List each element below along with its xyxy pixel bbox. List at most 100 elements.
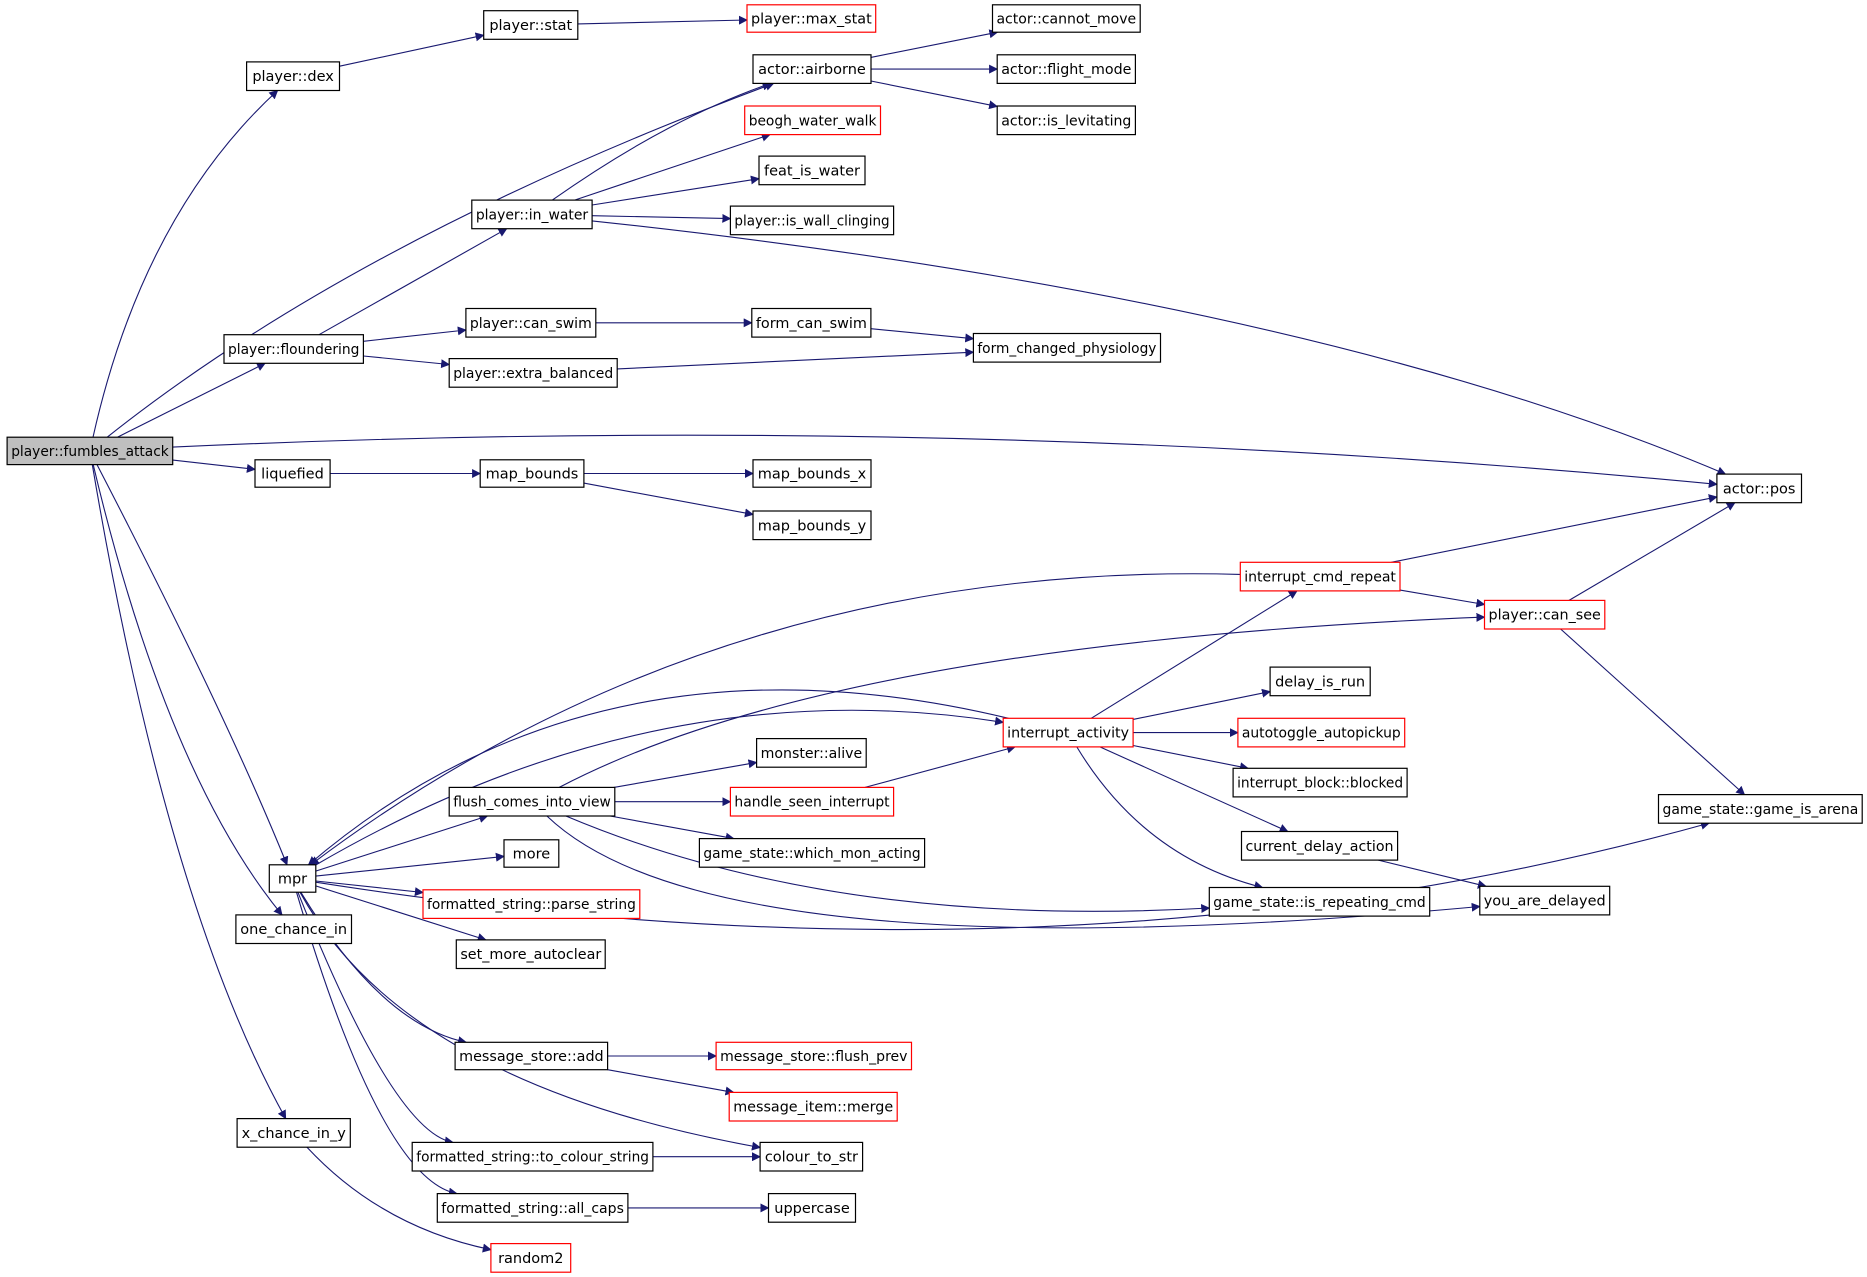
node-interrupt_activity[interactable]: interrupt_activity <box>1002 717 1134 748</box>
node-message_store_add[interactable]: message_store::add <box>454 1041 609 1071</box>
node-box-actor_pos[interactable] <box>1716 473 1803 504</box>
node-box-map_bounds_y[interactable] <box>752 510 872 541</box>
node-liquefied[interactable]: liquefied <box>254 459 331 488</box>
node-form_changed_physiology[interactable]: form_changed_physiology <box>972 332 1162 363</box>
node-box-liquefied[interactable] <box>254 459 331 488</box>
node-box-feat_is_water[interactable] <box>758 155 866 186</box>
node-dex[interactable]: player::dex <box>246 61 341 92</box>
node-actor_pos[interactable]: actor::pos <box>1716 473 1803 504</box>
node-is_wall_clinging[interactable]: player::is_wall_clinging <box>729 205 895 236</box>
node-colour_to_str[interactable]: colour_to_str <box>759 1141 864 1172</box>
node-box-mpr[interactable] <box>268 864 317 893</box>
node-floundering[interactable]: player::floundering <box>223 334 364 364</box>
node-interrupt_block_blocked[interactable]: interrupt_block::blocked <box>1232 767 1408 798</box>
node-airborne[interactable]: actor::airborne <box>752 54 872 84</box>
node-box-beogh_water_walk[interactable] <box>744 105 882 136</box>
node-box-airborne[interactable] <box>752 54 872 84</box>
node-box-more[interactable] <box>503 839 560 868</box>
node-box-can_swim[interactable] <box>465 307 597 338</box>
node-box-cannot_move[interactable] <box>991 4 1141 33</box>
node-box-map_bounds[interactable] <box>479 459 585 488</box>
node-message_item_merge[interactable]: message_item::merge <box>728 1091 898 1122</box>
node-box-is_repeating_cmd[interactable] <box>1208 886 1431 917</box>
node-box-handle_seen_interrupt[interactable] <box>729 786 895 817</box>
node-box-x_chance_in_y[interactable] <box>236 1117 351 1148</box>
node-interrupt_cmd_repeat[interactable]: interrupt_cmd_repeat <box>1239 561 1401 592</box>
node-flush_prev[interactable]: message_store::flush_prev <box>715 1041 913 1071</box>
node-form_can_swim[interactable]: form_can_swim <box>751 307 872 338</box>
node-box-flight_mode[interactable] <box>996 54 1137 84</box>
node-box-all_caps[interactable] <box>436 1192 629 1223</box>
node-handle_seen_interrupt[interactable]: handle_seen_interrupt <box>729 786 895 817</box>
node-map_bounds[interactable]: map_bounds <box>479 459 585 488</box>
node-box-is_wall_clinging[interactable] <box>729 205 895 236</box>
node-beogh_water_walk[interactable]: beogh_water_walk <box>744 105 882 136</box>
node-box-autotoggle_autopickup[interactable] <box>1237 717 1406 748</box>
node-player_can_see[interactable]: player::can_see <box>1483 599 1606 630</box>
node-is_levitating[interactable]: actor::is_levitating <box>996 105 1137 136</box>
node-stat[interactable]: player::stat <box>483 10 579 40</box>
node-box-colour_to_str[interactable] <box>759 1141 864 1172</box>
node-which_mon_acting[interactable]: game_state::which_mon_acting <box>698 837 926 868</box>
node-box-you_are_delayed[interactable] <box>1479 885 1611 916</box>
node-box-player_can_see[interactable] <box>1483 599 1606 630</box>
node-feat_is_water[interactable]: feat_is_water <box>758 155 866 186</box>
node-extra_balanced[interactable]: player::extra_balanced <box>448 358 618 388</box>
node-random2[interactable]: random2 <box>490 1242 572 1273</box>
node-box-to_colour_string[interactable] <box>411 1141 654 1172</box>
node-more[interactable]: more <box>503 839 560 868</box>
node-fumbles_attack[interactable]: player::fumbles_attack <box>6 436 174 466</box>
node-box-flush_prev[interactable] <box>715 1041 913 1071</box>
node-x_chance_in_y[interactable]: x_chance_in_y <box>236 1117 351 1148</box>
node-monster_alive[interactable]: monster::alive <box>755 737 867 768</box>
node-box-form_changed_physiology[interactable] <box>972 332 1162 363</box>
node-box-delay_is_run[interactable] <box>1269 666 1371 697</box>
node-box-dex[interactable] <box>246 61 341 92</box>
node-is_repeating_cmd[interactable]: game_state::is_repeating_cmd <box>1208 886 1431 917</box>
node-box-form_can_swim[interactable] <box>751 307 872 338</box>
node-box-monster_alive[interactable] <box>755 737 867 768</box>
node-box-message_item_merge[interactable] <box>728 1091 898 1122</box>
node-to_colour_string[interactable]: formatted_string::to_colour_string <box>411 1141 654 1172</box>
node-in_water[interactable]: player::in_water <box>471 199 593 230</box>
node-box-is_levitating[interactable] <box>996 105 1137 136</box>
node-map_bounds_x[interactable]: map_bounds_x <box>752 459 872 488</box>
node-mpr[interactable]: mpr <box>268 864 317 893</box>
node-box-max_stat[interactable] <box>746 4 877 33</box>
node-box-map_bounds_x[interactable] <box>752 459 872 488</box>
node-box-interrupt_block_blocked[interactable] <box>1232 767 1408 798</box>
node-flush_comes_into_view[interactable]: flush_comes_into_view <box>448 786 616 817</box>
node-box-set_more_autoclear[interactable] <box>455 939 606 970</box>
node-set_more_autoclear[interactable]: set_more_autoclear <box>455 939 606 970</box>
node-box-which_mon_acting[interactable] <box>698 837 926 868</box>
node-all_caps[interactable]: formatted_string::all_caps <box>436 1192 629 1223</box>
node-box-message_store_add[interactable] <box>454 1041 609 1071</box>
node-uppercase[interactable]: uppercase <box>767 1192 857 1223</box>
node-box-one_chance_in[interactable] <box>235 914 353 945</box>
node-box-flush_comes_into_view[interactable] <box>448 786 616 817</box>
node-map_bounds_y[interactable]: map_bounds_y <box>752 510 872 541</box>
node-box-floundering[interactable] <box>223 334 364 364</box>
node-box-interrupt_activity[interactable] <box>1002 717 1134 748</box>
node-current_delay_action[interactable]: current_delay_action <box>1240 830 1399 861</box>
node-box-uppercase[interactable] <box>767 1192 857 1223</box>
node-box-fumbles_attack[interactable] <box>6 436 174 466</box>
node-box-random2[interactable] <box>490 1242 572 1273</box>
node-autotoggle_autopickup[interactable]: autotoggle_autopickup <box>1237 717 1406 748</box>
node-game_is_arena[interactable]: game_state::game_is_arena <box>1657 793 1863 824</box>
node-parse_string[interactable]: formatted_string::parse_string <box>422 889 641 919</box>
node-flight_mode[interactable]: actor::flight_mode <box>996 54 1137 84</box>
node-box-in_water[interactable] <box>471 199 593 230</box>
node-delay_is_run[interactable]: delay_is_run <box>1269 666 1371 697</box>
node-box-current_delay_action[interactable] <box>1240 830 1399 861</box>
node-can_swim[interactable]: player::can_swim <box>465 307 597 338</box>
node-box-stat[interactable] <box>483 10 579 40</box>
node-box-interrupt_cmd_repeat[interactable] <box>1239 561 1401 592</box>
node-you_are_delayed[interactable]: you_are_delayed <box>1479 885 1611 916</box>
node-box-extra_balanced[interactable] <box>448 358 618 388</box>
node-cannot_move[interactable]: actor::cannot_move <box>991 4 1141 33</box>
node-box-parse_string[interactable] <box>422 889 641 919</box>
node-max_stat[interactable]: player::max_stat <box>746 4 877 33</box>
node-box-game_is_arena[interactable] <box>1657 793 1863 824</box>
node-one_chance_in[interactable]: one_chance_in <box>235 914 353 945</box>
